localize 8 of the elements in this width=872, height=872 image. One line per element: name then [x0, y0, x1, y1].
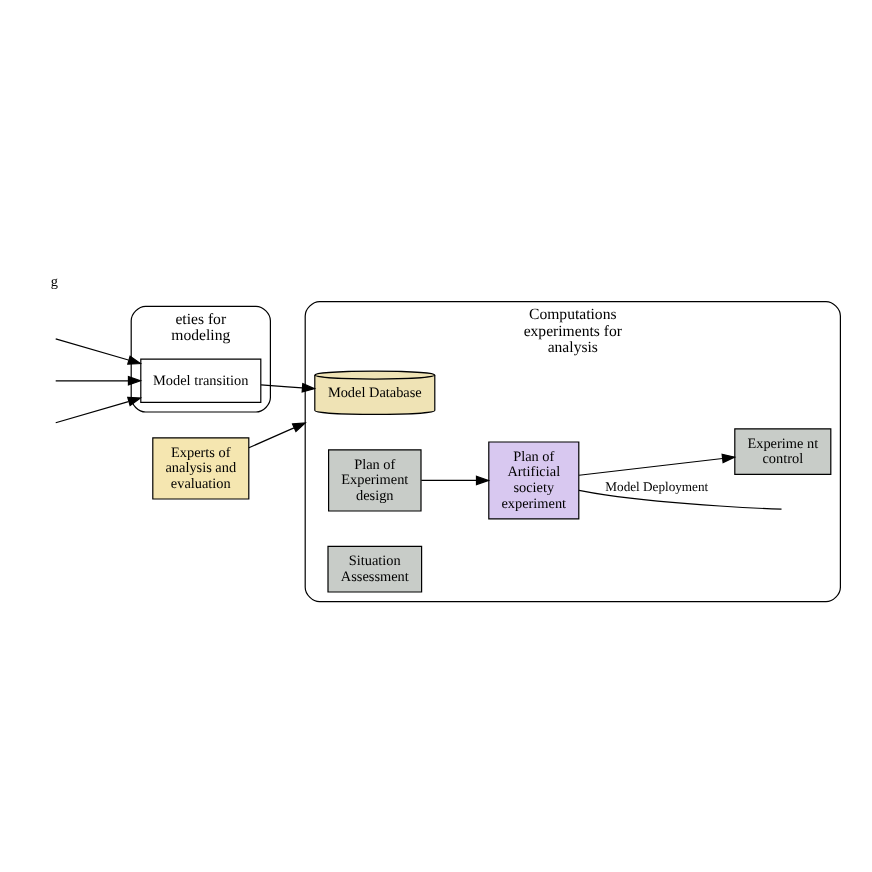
arrow [55, 375, 143, 386]
connector [578, 489, 783, 510]
arrow [55, 338, 143, 365]
arrow [420, 475, 491, 486]
arrow [260, 382, 317, 393]
arrow [55, 396, 143, 424]
arrow [578, 453, 737, 476]
arrow [248, 422, 307, 449]
